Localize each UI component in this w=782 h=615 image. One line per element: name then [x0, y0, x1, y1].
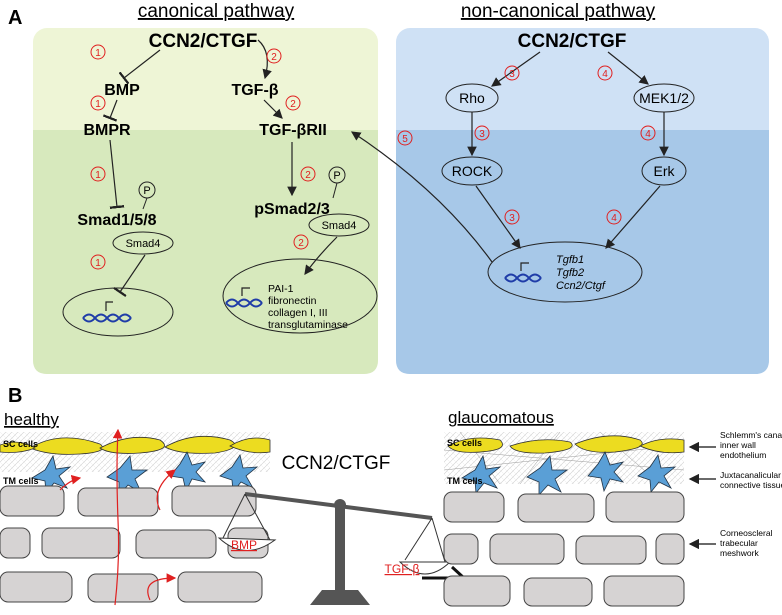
smad4-left-label: Smad4 [126, 238, 161, 250]
step-4c: 4 [611, 213, 617, 224]
sc-cells-healthy: SC cells [3, 439, 38, 449]
glaucomatous-title: glaucomatous [448, 408, 554, 427]
target-pai1: PAI-1 [268, 283, 294, 295]
rho-label: Rho [459, 90, 485, 106]
step-1c: 1 [95, 170, 101, 181]
erk-node [641, 156, 687, 186]
tgfb-label: TGF-β [231, 82, 278, 99]
nucleus-right [222, 258, 378, 334]
step-3b: 3 [479, 129, 485, 140]
legend-sc-line1: Schlemm's canal [720, 430, 782, 440]
legend-ctm-line1: Corneoscleral [720, 528, 773, 538]
psmad23-label: pSmad2/3 [254, 201, 330, 218]
legend-ctm-line2: trabecular [720, 538, 758, 548]
dna-left-icon [82, 301, 132, 323]
ccn2-right-label: CCN2/CTGF [518, 31, 627, 52]
bmp-label: BMP [104, 82, 140, 99]
legend-sc-line3: endothelium [720, 450, 766, 460]
rock-label: ROCK [452, 163, 493, 179]
bmpr-label: BMPR [83, 122, 131, 139]
panel-b-label: B [8, 385, 22, 407]
target-fibronectin: fibronectin [268, 295, 317, 307]
step-markers [90, 44, 656, 270]
nucleus-noncanonical [487, 241, 643, 303]
step-2d: 2 [298, 238, 304, 249]
p-left-label: P [143, 185, 150, 197]
tm-cells-glaucoma: TM cells [447, 476, 483, 486]
mek-label: MEK1/2 [639, 90, 689, 106]
target-transglutaminase: transglutaminase [268, 319, 348, 331]
legend-sc-line2: inner wall [720, 440, 756, 450]
step-1b: 1 [95, 99, 101, 110]
legend-ctm-line3: meshwork [720, 548, 759, 558]
glaucomatous-tissue: SC cells TM cells [443, 431, 685, 607]
smad4-right-label: Smad4 [322, 220, 357, 232]
target-tgfb2: Tgfb2 [556, 267, 584, 279]
sc-cells-glaucoma: SC cells [447, 438, 482, 448]
dna-right-icon [225, 287, 263, 308]
rock-node [441, 156, 503, 186]
healthy-title: healthy [4, 410, 59, 429]
smad158-label: Smad1/5/8 [77, 212, 156, 229]
canonical-title: canonical pathway [138, 1, 295, 22]
step-4a: 4 [602, 69, 608, 80]
legend-jct-line1: Juxtacanalicular [720, 470, 781, 480]
target-tgfb1: Tgfb1 [556, 254, 584, 266]
p-right-label: P [333, 170, 340, 182]
step-2c: 2 [305, 170, 311, 181]
ccn2-left-label: CCN2/CTGF [149, 31, 258, 52]
tgfbrii-label: TGF-βRII [259, 122, 327, 139]
step-2a: 2 [271, 52, 277, 63]
smad4-left-ellipse [112, 231, 174, 255]
dna-noncanonical-icon [504, 262, 542, 283]
step-1d: 1 [95, 258, 101, 269]
tm-cells-healthy: TM cells [3, 476, 39, 486]
target-ccn2: Ccn2/Ctgf [556, 280, 606, 292]
step-5: 5 [402, 134, 408, 145]
step-2b: 2 [290, 99, 296, 110]
balance-tgfb: TGF-β [385, 562, 420, 576]
smad4-right-ellipse [308, 213, 370, 237]
step-3c: 3 [509, 213, 515, 224]
legend-jct-line2: connective tissue [720, 480, 782, 490]
panel-a-label: A [8, 7, 22, 29]
healthy-tissue: SC cells TM cells [0, 428, 271, 606]
erk-label: Erk [654, 163, 676, 179]
step-4b: 4 [645, 129, 651, 140]
noncanonical-bottom-region [396, 130, 769, 374]
balance-title: CCN2/CTGF [282, 453, 391, 474]
balance-scale: CCN2/CTGF BMP TGF-β [217, 453, 452, 605]
canonical-bottom-region [33, 130, 378, 374]
balance-bmp: BMP [231, 538, 257, 552]
step-1a: 1 [95, 48, 101, 59]
step-3a: 3 [509, 69, 515, 80]
target-collagen: collagen I, III [268, 307, 328, 319]
noncanonical-title: non-canonical pathway [461, 1, 656, 22]
